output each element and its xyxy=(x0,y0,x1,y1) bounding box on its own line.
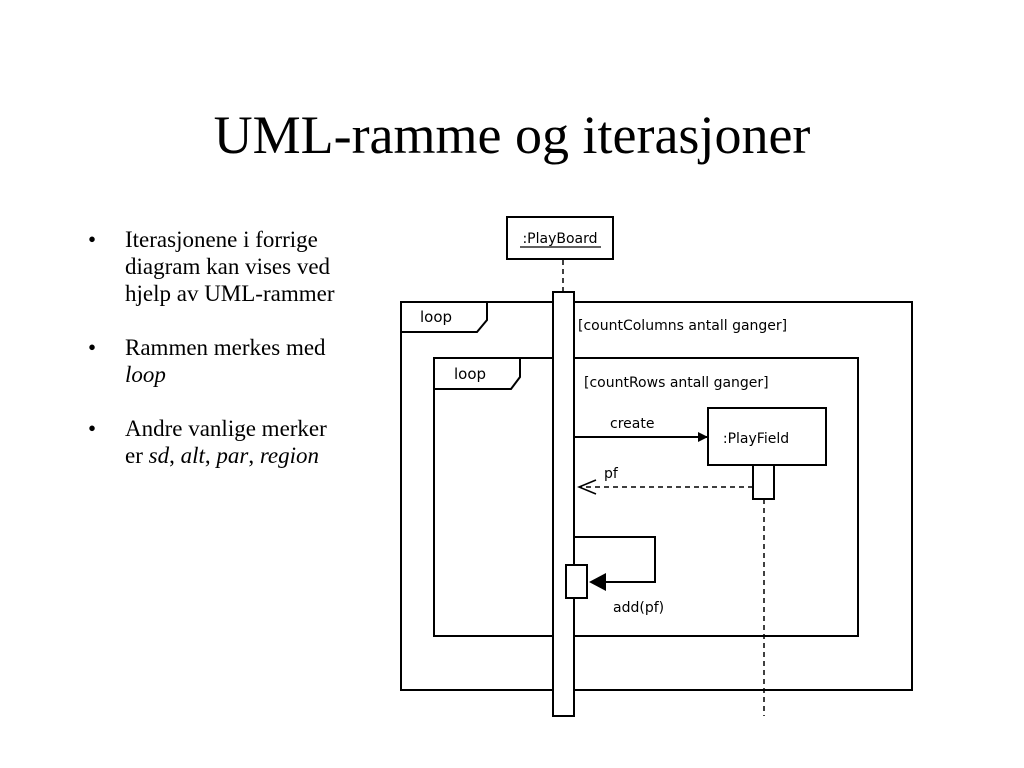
bullet-item: Rammen merkes med loop xyxy=(88,334,338,388)
bullet-emphasis: loop xyxy=(125,362,166,387)
return-arrow-head xyxy=(577,479,597,495)
self-call-activation xyxy=(565,564,588,599)
bullet-text: Rammen merkes med xyxy=(125,335,326,360)
playfield-label: :PlayField xyxy=(723,431,789,447)
playboard-object: :PlayBoard xyxy=(506,216,614,260)
playfield-object: :PlayField xyxy=(707,407,827,466)
bullet-text: Andre vanlige merker er xyxy=(125,416,327,468)
bullet-item: Iterasjonene i forrige diagram kan vises… xyxy=(88,226,338,307)
bullet-separator: , xyxy=(204,443,217,468)
outer-loop-tag: loop xyxy=(420,308,452,326)
inner-loop-tag: loop xyxy=(454,365,486,383)
playfield-activation xyxy=(752,464,775,500)
self-call-arrow-head xyxy=(589,573,606,591)
bullet-separator: , xyxy=(248,443,260,468)
inner-loop-guard: [countRows antall ganger] xyxy=(584,375,769,391)
bullet-separator: , xyxy=(169,443,181,468)
bullet-emphasis: sd xyxy=(148,443,170,468)
return-message-label: pf xyxy=(604,466,619,482)
outer-loop-guard: [countColumns antall ganger] xyxy=(578,318,787,334)
bullet-emphasis: alt xyxy=(180,443,205,468)
playboard-activation xyxy=(552,291,575,717)
self-call-label: add(pf) xyxy=(613,600,664,616)
bullet-item: Andre vanlige merker er sd, alt, par, re… xyxy=(88,415,338,469)
bullet-emphasis: par xyxy=(216,443,249,468)
inner-loop-frame: loop [countRows antall ganger] xyxy=(433,357,859,637)
slide-title: UML-ramme og iterasjoner xyxy=(213,105,811,165)
outer-loop-frame: loop [countColumns antall ganger] xyxy=(400,301,913,691)
self-call-arrow xyxy=(574,536,656,583)
bullet-text: Iterasjonene i forrige diagram kan vises… xyxy=(125,227,335,306)
bullet-emphasis: region xyxy=(259,443,320,468)
create-message-label: create xyxy=(610,416,654,432)
bullet-list: Iterasjonene i forrige diagram kan vises… xyxy=(88,226,338,496)
playboard-label: :PlayBoard xyxy=(522,231,597,247)
